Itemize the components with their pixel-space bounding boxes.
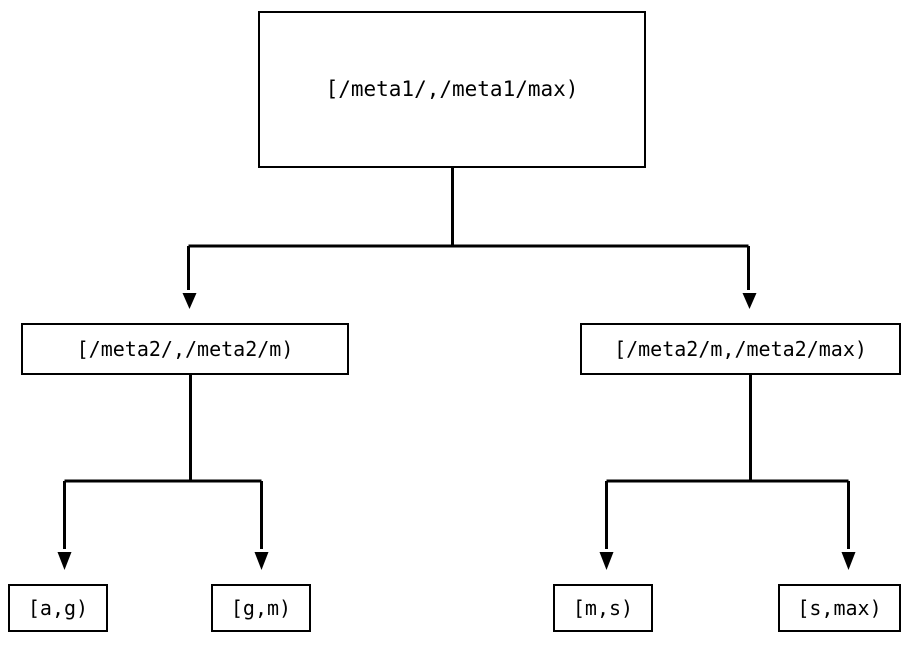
node-leaf-m-s: [m,s)	[553, 584, 653, 632]
node-leaf-a-g-label: [a,g)	[27, 596, 89, 620]
node-leaf-g-m-label: [g,m)	[230, 596, 292, 620]
node-leaf-s-max-label: [s,max)	[797, 596, 882, 620]
node-leaf-a-g: [a,g)	[8, 584, 108, 632]
arrowhead-icon-leaf-2	[254, 552, 269, 570]
node-root: [/meta1/,/meta1/max)	[258, 11, 646, 168]
arrowhead-icon-leaf-4	[841, 552, 856, 570]
node-leaf-g-m: [g,m)	[211, 584, 311, 632]
node-mid-right-label: [/meta2/m,/meta2/max)	[614, 337, 867, 361]
arrowhead-icon-leaf-1	[57, 552, 72, 570]
node-leaf-s-max: [s,max)	[778, 584, 901, 632]
node-mid-left: [/meta2/,/meta2/m)	[21, 323, 349, 375]
node-leaf-m-s-label: [m,s)	[572, 596, 634, 620]
node-mid-right: [/meta2/m,/meta2/max)	[580, 323, 901, 375]
node-mid-left-label: [/meta2/,/meta2/m)	[76, 337, 294, 361]
node-root-label: [/meta1/,/meta1/max)	[325, 77, 579, 101]
arrowhead-icon-mid-left	[182, 293, 197, 309]
arrowhead-icon-mid-right	[742, 293, 757, 309]
arrowhead-icon-leaf-3	[599, 552, 614, 570]
